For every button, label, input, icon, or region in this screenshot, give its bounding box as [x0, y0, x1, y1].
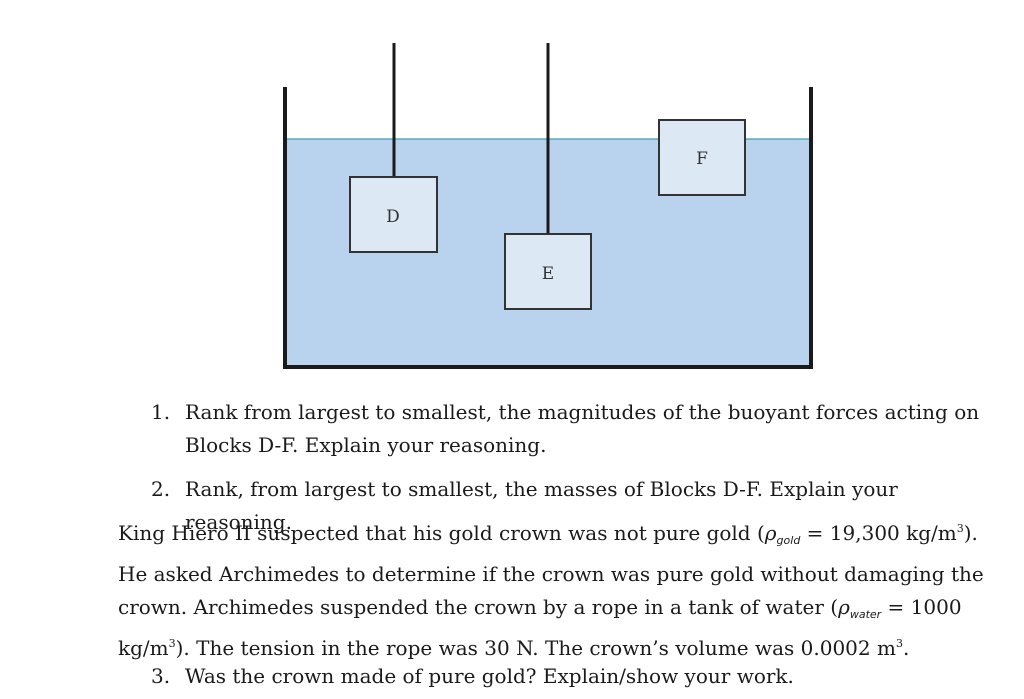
question-1-line-2: Blocks D-F. Explain your reasoning. [185, 433, 547, 457]
question-2: 2. Rank, from largest to smallest, the m… [151, 473, 1011, 534]
block-d-label: D [386, 207, 400, 227]
question-3: 3. Was the crown made of pure gold? Expl… [151, 660, 991, 693]
question-2-number: 2. [151, 477, 171, 501]
question-1-number: 1. [151, 400, 171, 424]
block-e [504, 233, 592, 310]
question-3-text: Was the crown made of pure gold? Explain… [185, 664, 794, 688]
question-3-number: 3. [151, 664, 171, 688]
paragraph-line-3: crown. Archimedes suspended the crown by… [118, 595, 962, 621]
paragraph-line-1: King Hiero II suspected that his gold cr… [118, 521, 978, 547]
question-1-line-1: Rank from largest to smallest, the magni… [185, 400, 980, 424]
question-2-text: Rank, from largest to smallest, the mass… [185, 477, 898, 534]
question-1: 1. Rank from largest to smallest, the ma… [151, 396, 991, 462]
paragraph-line-4: kg/m3). The tension in the rope was 30 N… [118, 635, 910, 660]
block-d [349, 176, 438, 253]
block-e-label: E [542, 264, 554, 284]
crown-paragraph: King Hiero II suspected that his gold cr… [118, 517, 998, 665]
block-f-label: F [696, 149, 708, 169]
block-f [658, 119, 746, 196]
tank-diagram: D E F [283, 43, 813, 369]
tank [283, 87, 813, 369]
paragraph-line-2: He asked Archimedes to determine if the … [118, 561, 984, 586]
